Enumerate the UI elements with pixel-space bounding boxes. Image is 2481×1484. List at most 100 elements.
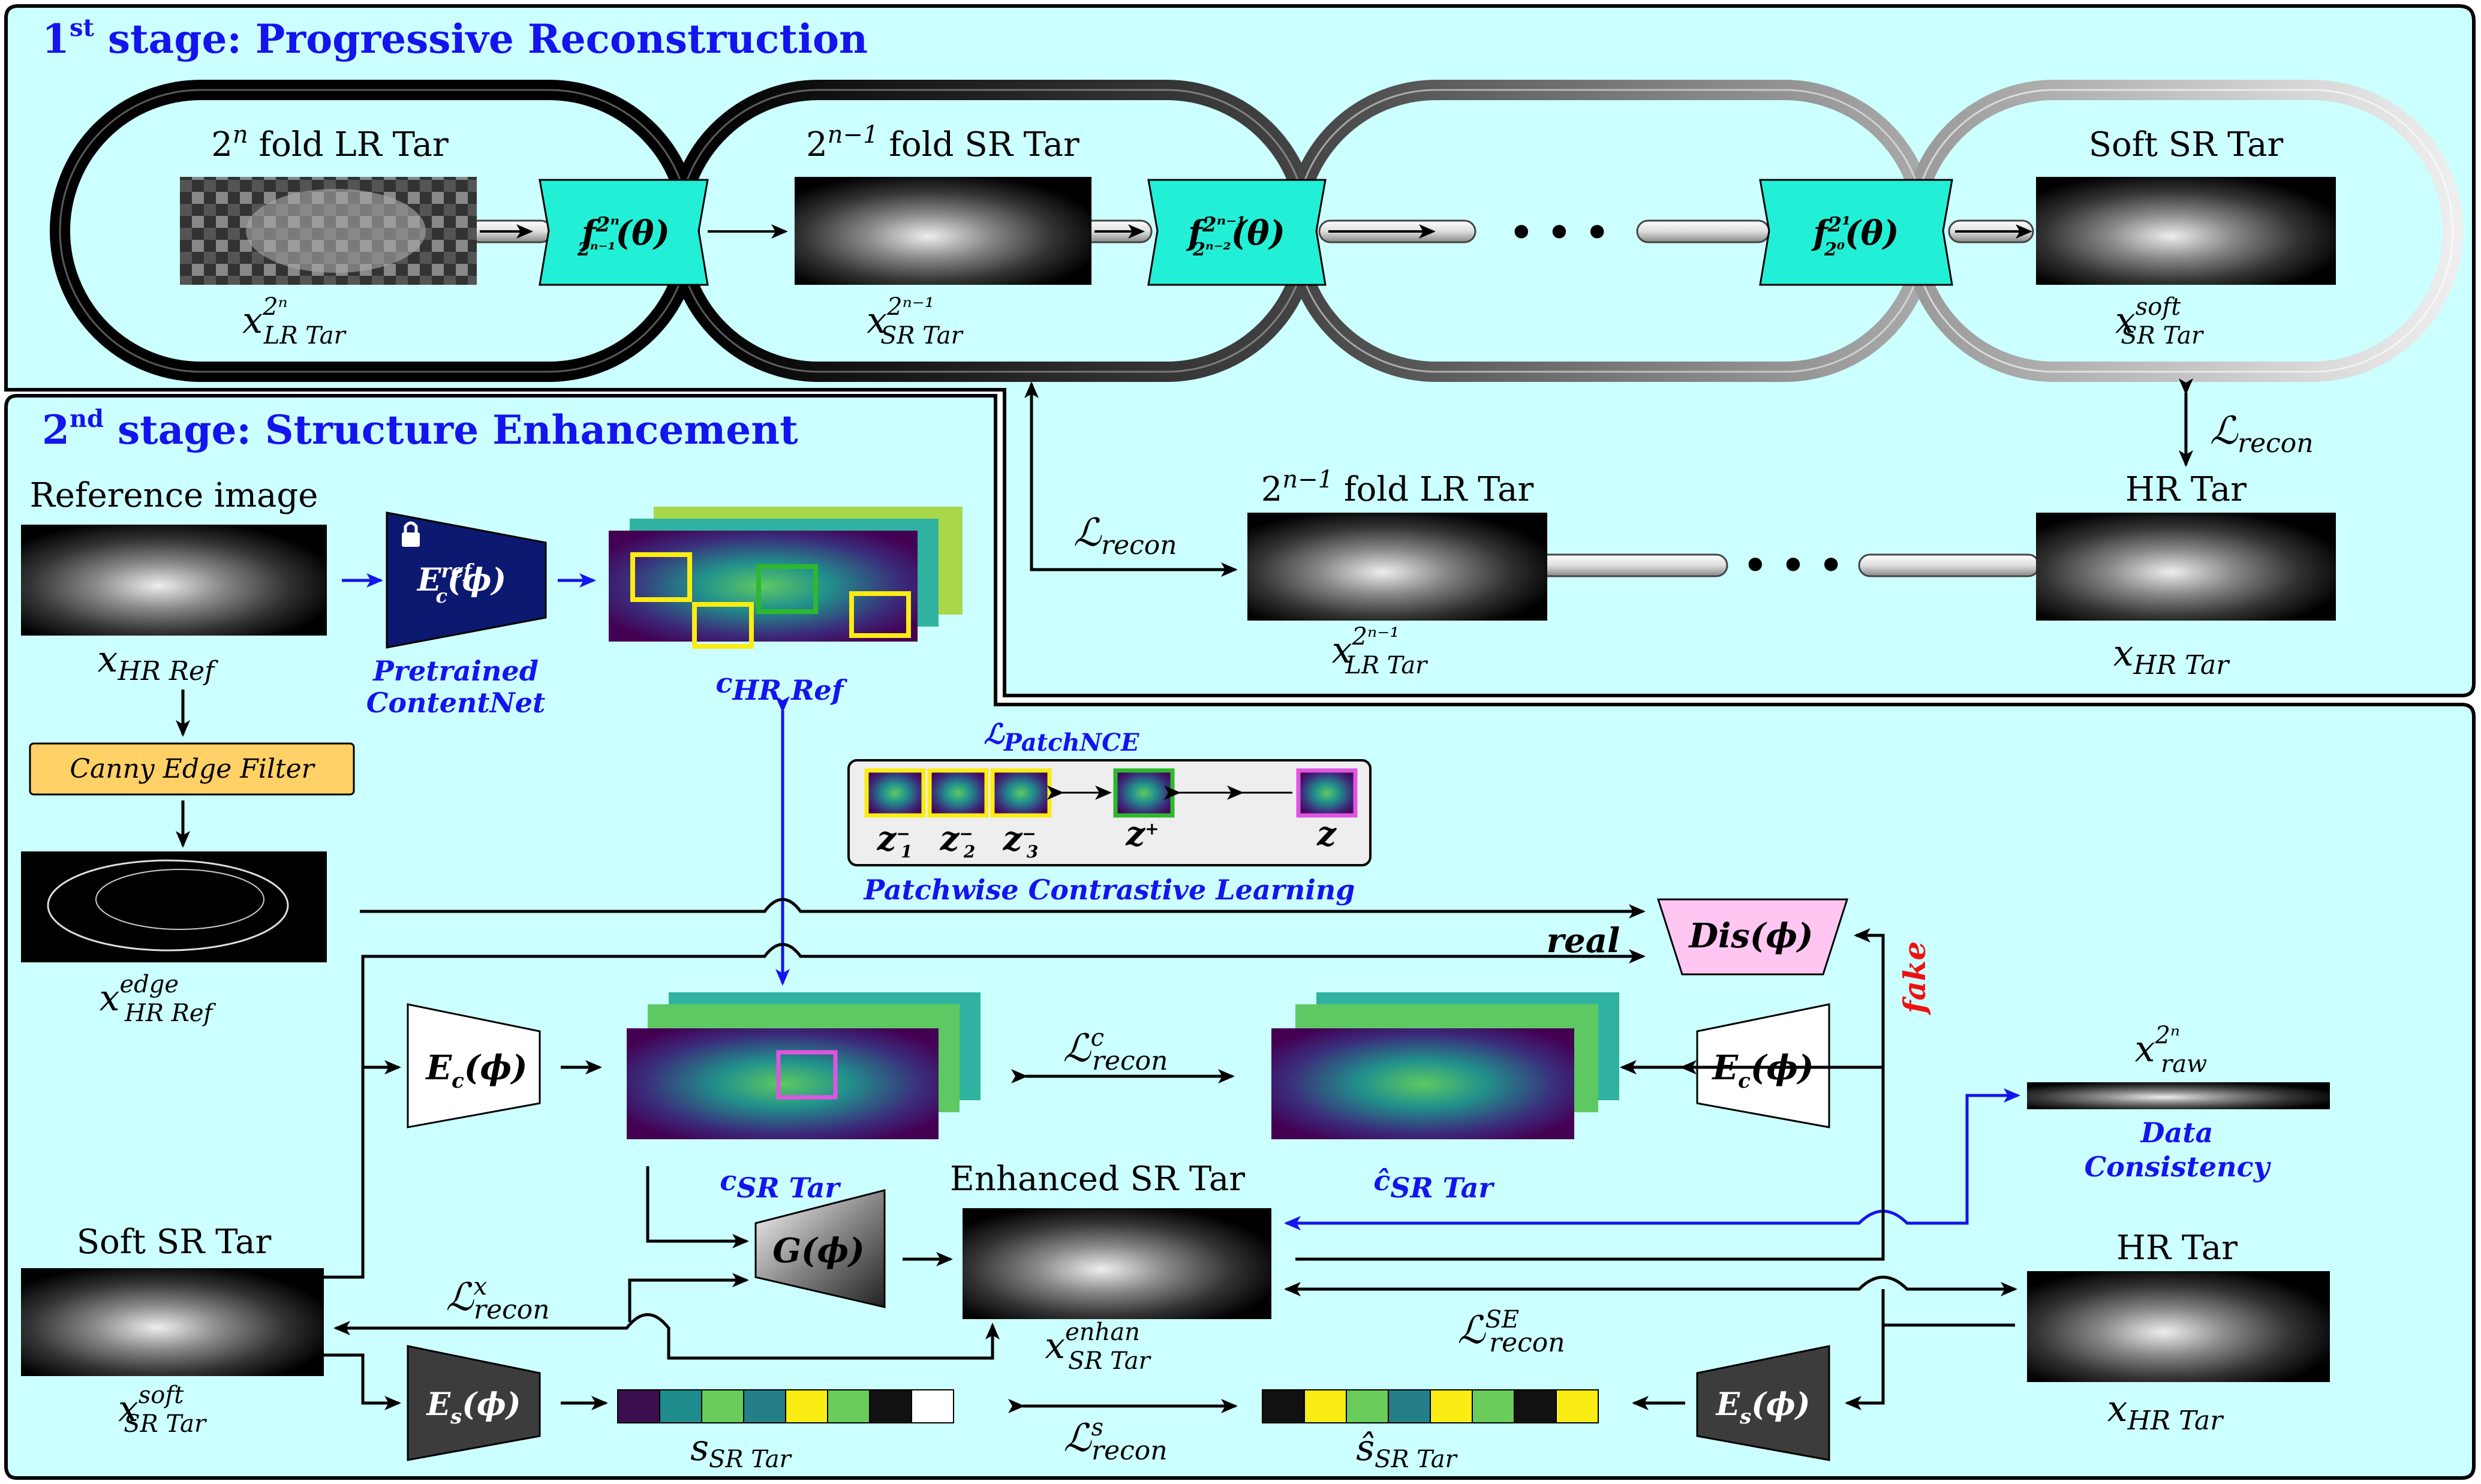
raw-image	[2027, 1082, 2330, 1109]
style-code-cell	[785, 1389, 828, 1423]
pretrained-label-1: Pretrained	[372, 655, 539, 687]
pos-patch	[1113, 768, 1175, 818]
sr-tar-title: 2n−1 fold SR Tar	[806, 121, 1079, 164]
canny-edge-filter	[29, 742, 355, 796]
discriminator	[1656, 898, 1849, 976]
soft-sr-tar-image	[2036, 177, 2336, 285]
style-code-cell	[617, 1389, 660, 1423]
x-hr-ref-label: xHR Ref	[98, 639, 218, 687]
ellipsis-bottom: • • •	[1743, 543, 1843, 588]
soft-sr-title: Soft SR Tar	[77, 1223, 272, 1262]
soft-sr-image	[21, 1268, 324, 1376]
fake-label: fake	[1897, 941, 1932, 1015]
bottleneck-2	[1147, 179, 1327, 286]
z3-label: z−3	[1003, 819, 1039, 862]
content-encoder-ref	[386, 511, 547, 649]
style-code-cell	[1556, 1389, 1599, 1423]
style-code-cell	[701, 1389, 744, 1423]
pipe-4	[1636, 219, 1770, 243]
style-encoder-left-label: Es(ϕ)	[426, 1386, 521, 1429]
data-consistency-2: Consistency	[2085, 1151, 2272, 1183]
style-code-cell	[869, 1389, 912, 1423]
style-code-cell	[1514, 1389, 1557, 1423]
style-code-sr	[617, 1389, 954, 1423]
content-feature-ref	[609, 531, 918, 642]
neg-patch-2	[927, 768, 989, 818]
edge-image	[21, 851, 327, 962]
patch-green	[756, 564, 818, 614]
neg-patch-1	[864, 768, 926, 818]
reference-image-title: Reference image	[30, 476, 318, 515]
patch-query-sr	[776, 1050, 838, 1100]
content-feature-sr	[627, 1028, 939, 1139]
lr2-pipe-1	[1534, 553, 1728, 577]
hr-tar-title-top: HR Tar	[2125, 470, 2247, 509]
hr-tar-image-top	[2036, 513, 2336, 621]
data-consistency-1: Data	[2140, 1116, 2214, 1149]
style-code-cell	[911, 1389, 954, 1423]
generator-label: G(ϕ)	[772, 1231, 865, 1271]
lr2-tar-image	[1247, 513, 1547, 621]
stage2-panel	[4, 394, 2476, 1480]
s-sr-label: sSR Tar	[690, 1427, 792, 1473]
patch-yellow-1	[630, 552, 692, 602]
hr-tar-image-bottom	[2027, 1271, 2330, 1382]
lock-icon	[402, 532, 420, 547]
c-sr-label: cSR Tar	[720, 1164, 841, 1204]
z1-label: z−1	[877, 819, 913, 862]
c-hat-label: ĉSR Tar	[1373, 1164, 1495, 1204]
x-hr-tar-label-bottom: xHR Tar	[2107, 1388, 2224, 1436]
style-code-cell	[827, 1389, 870, 1423]
bottleneck-3	[1759, 179, 1953, 286]
lr2-pipe-2	[1858, 553, 2040, 577]
style-encoder-right-label: Es(ϕ)	[1715, 1386, 1811, 1429]
pretrained-label-2: ContentNet	[366, 687, 546, 719]
patchnce-loss: ℒPatchNCE	[984, 718, 1139, 757]
ellipsis-top: • • •	[1509, 210, 1609, 255]
reference-image	[21, 525, 327, 636]
style-code-cell	[1430, 1389, 1473, 1423]
s-hat-label: ŝSR Tar	[1356, 1427, 1458, 1473]
c-hr-ref-label: cHR Ref	[715, 667, 847, 706]
bottleneck-1	[539, 179, 709, 286]
z2-label: z−2	[940, 819, 976, 862]
hr-tar-title-bottom: HR Tar	[2116, 1229, 2238, 1268]
generator	[754, 1189, 886, 1308]
stage2-title: 2nd stage: Structure Enhancement	[42, 405, 798, 453]
patch-yellow-3	[849, 591, 911, 638]
style-code-cell	[1472, 1389, 1515, 1423]
canny-edge-filter-label: Canny Edge Filter	[70, 754, 315, 784]
patchnce-box	[847, 759, 1372, 866]
style-code-cell	[1262, 1389, 1305, 1423]
stage1-title: 1st stage: Progressive Reconstruction	[42, 14, 868, 62]
sr-tar-image	[795, 177, 1091, 285]
query-patch	[1296, 768, 1358, 818]
patch-yellow-2	[692, 602, 754, 649]
content-feature-hat	[1271, 1028, 1574, 1139]
style-code-cell	[1346, 1389, 1389, 1423]
loss-recon-right: ℒrecon	[2210, 409, 2314, 459]
neg-patch-3	[990, 768, 1052, 818]
enhanced-title: Enhanced SR Tar	[950, 1160, 1245, 1199]
zplus-label: z+	[1125, 814, 1159, 854]
style-code-cell	[1304, 1389, 1347, 1423]
z-label: z	[1316, 814, 1337, 854]
content-encoder-right-label: Ec(ϕ)	[1711, 1048, 1814, 1093]
enhanced-image	[963, 1208, 1271, 1319]
content-encoder-left-label: Ec(ϕ)	[425, 1048, 527, 1093]
